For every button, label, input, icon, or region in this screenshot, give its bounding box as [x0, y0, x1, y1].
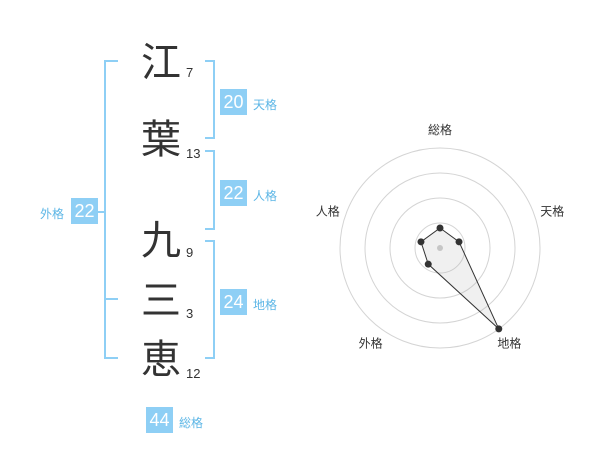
- stroke-count-3: 9: [186, 245, 194, 260]
- ten-kaku-value: 20: [220, 89, 247, 115]
- name-kanji-3: 九: [141, 218, 181, 264]
- stroke-count-5: 12: [186, 366, 201, 381]
- sou-kaku-value: 44: [146, 407, 173, 433]
- gai-kaku-label: 外格: [40, 207, 65, 221]
- gai-kaku-connector: [96, 211, 106, 213]
- radar-point-1: [436, 224, 444, 232]
- stroke-count-2: 13: [186, 146, 201, 161]
- radar-axis-label-1: 総格: [428, 122, 452, 137]
- radar-ring: [339, 147, 541, 349]
- name-kanji-1: 江: [141, 40, 181, 86]
- chi-kaku-bracket: [205, 240, 215, 359]
- jin-kaku-label: 人格: [253, 189, 278, 203]
- radar-axis-label-2: 天格: [540, 204, 564, 219]
- name-kanji-4: 三: [141, 278, 181, 324]
- radar-series-area: [420, 227, 500, 330]
- radar-ring: [389, 197, 491, 299]
- radar-axis-label-3: 地格: [497, 335, 521, 350]
- gai-kaku-value: 22: [71, 198, 98, 224]
- radar-axis-label-4: 外格: [359, 335, 383, 350]
- first-name-divider-tick: [104, 298, 118, 300]
- radar-point-2: [455, 238, 463, 246]
- radar-axis-label-5: 人格: [316, 204, 340, 219]
- name-kanji-2: 葉: [141, 117, 181, 163]
- chi-kaku-value: 24: [220, 289, 247, 315]
- stroke-count-4: 3: [186, 306, 194, 321]
- radar-ring: [414, 222, 466, 274]
- gai-kaku-bracket: [104, 60, 118, 359]
- name-kanji-5: 恵: [141, 337, 181, 383]
- radar-point-5: [417, 238, 425, 246]
- ten-kaku-bracket: [205, 60, 215, 139]
- radar-point-4: [424, 260, 432, 268]
- radar-center: [437, 245, 443, 251]
- jin-kaku-value: 22: [220, 180, 247, 206]
- stroke-count-1: 7: [186, 65, 194, 80]
- radar-ring: [364, 172, 516, 324]
- ten-kaku-label: 天格: [253, 98, 278, 112]
- jin-kaku-bracket: [205, 150, 215, 230]
- sou-kaku-label: 総格: [179, 416, 204, 430]
- radar-point-3: [495, 325, 503, 333]
- chi-kaku-label: 地格: [253, 298, 278, 312]
